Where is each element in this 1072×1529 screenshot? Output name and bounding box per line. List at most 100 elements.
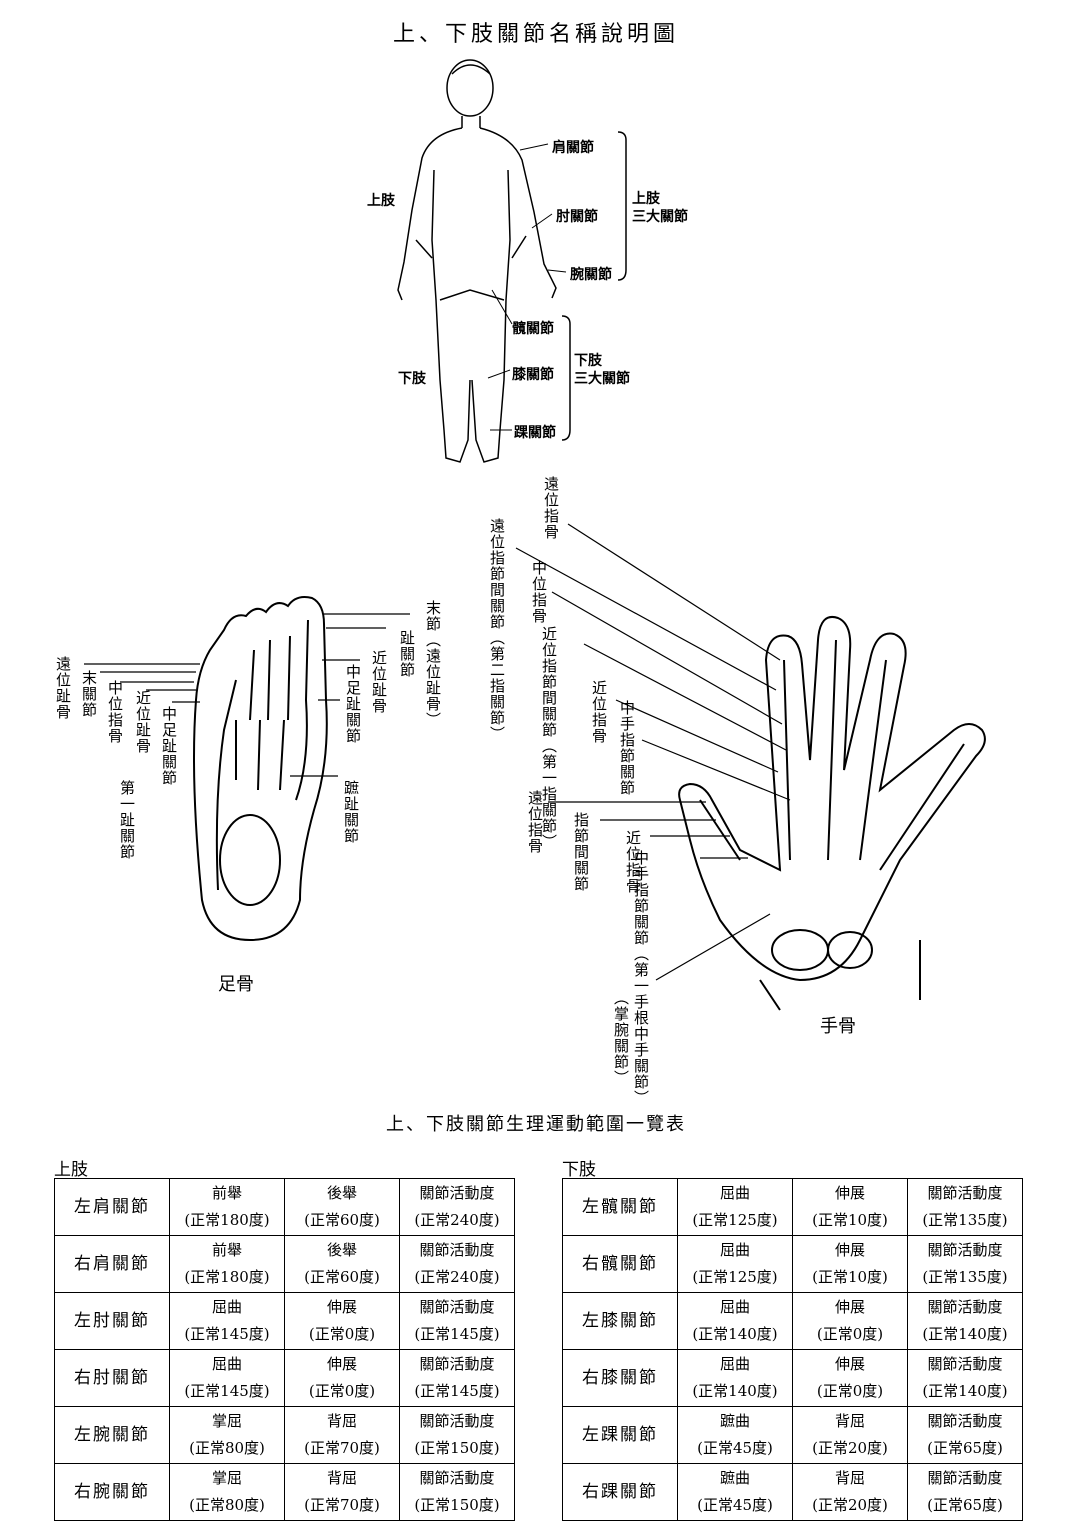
motion-cell: 背屈(正常20度) (792, 1406, 908, 1464)
motion-cell: 背屈(正常70度) (284, 1463, 400, 1521)
elbow-joint-label: 肘關節 (556, 209, 598, 225)
hand-label-metacarpophalangeal: 中手指節關節 (618, 700, 636, 796)
motion-cell: 屈曲 (正常140度) (677, 1292, 793, 1350)
foot-figure (84, 596, 410, 942)
motion-name: 掌屈 (211, 1469, 242, 1487)
motion-name: 掌屈 (211, 1412, 242, 1430)
motion-cell: 伸展(正常0度) (284, 1292, 400, 1350)
normal-range: (正常125度) (692, 1268, 778, 1286)
hand-label-carpometacarpal: （掌腕關節） (612, 990, 630, 1086)
joint-name: 右踝關節 (562, 1463, 678, 1521)
foot-label-proximal-phalanx: 近位趾骨 (134, 690, 152, 754)
motion-name: 蹠曲 (719, 1412, 750, 1430)
motion-name: 屈曲 (211, 1298, 242, 1316)
joint-name: 右髖關節 (562, 1235, 678, 1293)
motion-name: 背屈 (834, 1469, 865, 1487)
joint-name: 右腕關節 (54, 1463, 170, 1521)
normal-range: (正常65度) (927, 1496, 1003, 1514)
normal-range: (正常0度) (816, 1325, 884, 1343)
motion-name: 前舉 (211, 1184, 242, 1202)
normal-range: (正常145度) (184, 1382, 270, 1400)
motion-cell: 背屈(正常70度) (284, 1406, 400, 1464)
hip-joint-label: 髖關節 (512, 321, 554, 337)
joint-name: 右膝關節 (562, 1349, 678, 1407)
normal-range: (正常0度) (816, 1382, 884, 1400)
normal-range: (正常20度) (812, 1439, 888, 1457)
upper-group-label: 上肢 三大關節 (632, 191, 688, 225)
lower-limb-label: 下肢 (398, 371, 426, 387)
motion-name: 屈曲 (719, 1298, 750, 1316)
motion-cell: 蹠曲 (正常45度) (677, 1463, 793, 1521)
normal-range: (正常65度) (927, 1439, 1003, 1457)
normal-range: (正常140度) (922, 1382, 1008, 1400)
motion-name: 伸展 (326, 1355, 357, 1373)
motion-cell: 前舉(正常180度) (169, 1235, 285, 1293)
foot-label-first-toe-joint: 第一趾關節 (118, 780, 136, 860)
motion-cell: 關節活動度(正常240度) (399, 1178, 515, 1236)
hand-label-proximal-phalanx: 近位指骨 (590, 680, 608, 744)
motion-name: 屈曲 (211, 1355, 242, 1373)
motion-cell: 屈曲(正常140度) (677, 1349, 793, 1407)
motion-cell: 伸展(正常10度) (792, 1235, 908, 1293)
foot-label-toe-joint: 趾關節 (398, 630, 416, 678)
joint-name: 左踝關節 (562, 1406, 678, 1464)
hand-label-proximal-interphalangeal: 近位指節間關節（第一指關節） (540, 626, 558, 850)
normal-range: (正常240度) (414, 1211, 500, 1229)
motion-name: 關節活動度 (927, 1412, 1003, 1430)
foot-caption: 足骨 (218, 974, 254, 995)
normal-range: (正常140度) (692, 1325, 778, 1343)
motion-cell: 掌屈(正常80度) (169, 1406, 285, 1464)
motion-name: 伸展 (834, 1298, 865, 1316)
motion-name: 關節活動度 (927, 1241, 1003, 1259)
motion-cell: 屈曲 (正常145度) (169, 1292, 285, 1350)
foot-label-end-segment: 末節（遠位趾骨） (424, 600, 442, 728)
motion-name: 關節活動度 (419, 1412, 495, 1430)
foot-label-end-joint: 末關節 (80, 670, 98, 718)
normal-range: (正常10度) (812, 1268, 888, 1286)
foot-label-middle-phalanx: 中位指骨 (106, 680, 124, 744)
foot-label-distal-phalanx: 遠位趾骨 (54, 656, 72, 720)
table-title: 上、下肢關節生理運動範圍一覽表 (386, 1114, 686, 1135)
knee-joint-label: 膝關節 (512, 367, 554, 383)
table-row: 右膝關節屈曲(正常140度)伸展(正常0度)關節活動度(正常140度) (562, 1349, 1023, 1407)
normal-range: (正常125度) (692, 1211, 778, 1229)
normal-range: (正常150度) (414, 1496, 500, 1514)
motion-cell: 伸展(正常0度) (284, 1349, 400, 1407)
motion-cell: 關節活動度 (正常150度) (399, 1463, 515, 1521)
normal-range: (正常145度) (414, 1325, 500, 1343)
normal-range: (正常240度) (414, 1268, 500, 1286)
motion-name: 背屈 (326, 1469, 357, 1487)
joint-name: 左髖關節 (562, 1178, 678, 1236)
normal-range: (正常45度) (697, 1439, 773, 1457)
table-row: 右肩關節前舉(正常180度)後舉(正常60度)關節活動度(正常240度) (54, 1235, 515, 1293)
table-row: 左髖關節屈曲(正常125度)伸展(正常10度)關節活動度(正常135度) (562, 1178, 1023, 1236)
joint-name: 左膝關節 (562, 1292, 678, 1350)
joint-name: 左腕關節 (54, 1406, 170, 1464)
normal-range: (正常145度) (184, 1325, 270, 1343)
upper-limb-section-label: 上肢 (54, 1160, 88, 1180)
hand-label-thumb-proximal-phalanx: 近位指骨 (624, 830, 642, 894)
normal-range: (正常70度) (304, 1439, 380, 1457)
motion-cell: 前舉(正常180度) (169, 1178, 285, 1236)
motion-cell: 屈曲 (正常145度) (169, 1349, 285, 1407)
lower-limb-section-label: 下肢 (562, 1160, 596, 1180)
motion-name: 蹠曲 (719, 1469, 750, 1487)
motion-cell: 屈曲(正常125度) (677, 1178, 793, 1236)
normal-range: (正常45度) (697, 1496, 773, 1514)
motion-name: 伸展 (326, 1298, 357, 1316)
motion-cell: 後舉(正常60度) (284, 1235, 400, 1293)
hand-label-thumb-metacarpal-joint: 中手指節關節（第一手根中手關節） (632, 850, 650, 1106)
motion-name: 屈曲 (719, 1241, 750, 1259)
table-row: 左肘關節屈曲(正常145度)伸展(正常0度)關節活動度(正常145度) (54, 1292, 515, 1350)
hand-label-middle-phalanx: 中位指骨 (530, 560, 548, 624)
joint-name: 左肘關節 (54, 1292, 170, 1350)
upper-limb-table: 左肩關節前舉(正常180度)後舉(正常60度)關節活動度(正常240度)右肩關節… (54, 1178, 515, 1521)
table-row: 右踝關節蹠曲(正常45度)背屈(正常20度)關節活動度(正常65度) (562, 1463, 1023, 1521)
normal-range: (正常60度) (304, 1211, 380, 1229)
foot-label-proximal-toe-bone: 近位趾骨 (370, 650, 388, 714)
motion-name: 關節活動度 (927, 1298, 1003, 1316)
body-figure (397, 59, 627, 463)
motion-name: 關節活動度 (419, 1469, 495, 1487)
table-row: 右髖關節屈曲(正常125度)伸展(正常10度)關節活動度(正常135度) (562, 1235, 1023, 1293)
normal-range: (正常140度) (922, 1325, 1008, 1343)
